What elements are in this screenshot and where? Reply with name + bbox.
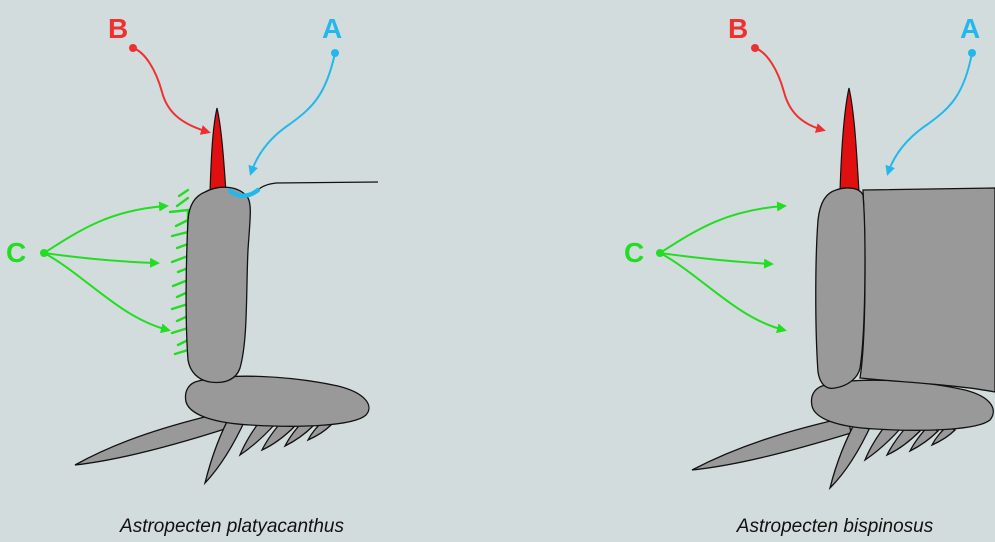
arrow-a-origin <box>331 49 339 57</box>
upper-plate <box>185 186 251 384</box>
label-a: A <box>960 13 980 44</box>
arrow-a-right <box>885 52 973 176</box>
arrow-b-origin <box>129 44 137 52</box>
lower-spine <box>74 411 229 466</box>
structure-a <box>227 187 261 198</box>
label-c: C <box>6 237 26 268</box>
caption-right: Astropecten bispinosus <box>736 516 934 537</box>
lower-plate <box>184 375 370 427</box>
arrow-c-origin <box>656 249 664 257</box>
upper-plate-right <box>859 187 995 393</box>
spine-b <box>209 107 227 193</box>
label-b: B <box>728 13 748 44</box>
arrow-b-right <box>754 47 826 133</box>
arrow-a-left <box>248 52 336 176</box>
label-a: A <box>322 13 342 44</box>
arrow-c-left <box>43 252 171 334</box>
spine-b <box>839 87 860 193</box>
arrow-c-left <box>43 252 160 268</box>
arrow-a-origin <box>968 49 976 57</box>
marginal-spinelets <box>168 188 190 356</box>
arrow-c-left <box>43 201 169 254</box>
arrow-b-left <box>132 47 211 135</box>
lower-spine <box>691 416 852 471</box>
arrow-c-origin <box>40 249 48 257</box>
label-b: B <box>108 13 128 44</box>
specimen-left <box>74 107 379 486</box>
arrow-c-right <box>659 201 787 254</box>
label-c: C <box>624 237 644 268</box>
upper-plate-line <box>257 181 379 191</box>
caption-left: Astropecten platyacanthus <box>119 516 344 537</box>
arrow-c-right <box>659 252 787 334</box>
specimen-right <box>691 87 995 491</box>
arrow-c-right <box>659 252 774 269</box>
arrow-b-origin <box>751 44 759 52</box>
main-ossicle <box>815 187 866 390</box>
